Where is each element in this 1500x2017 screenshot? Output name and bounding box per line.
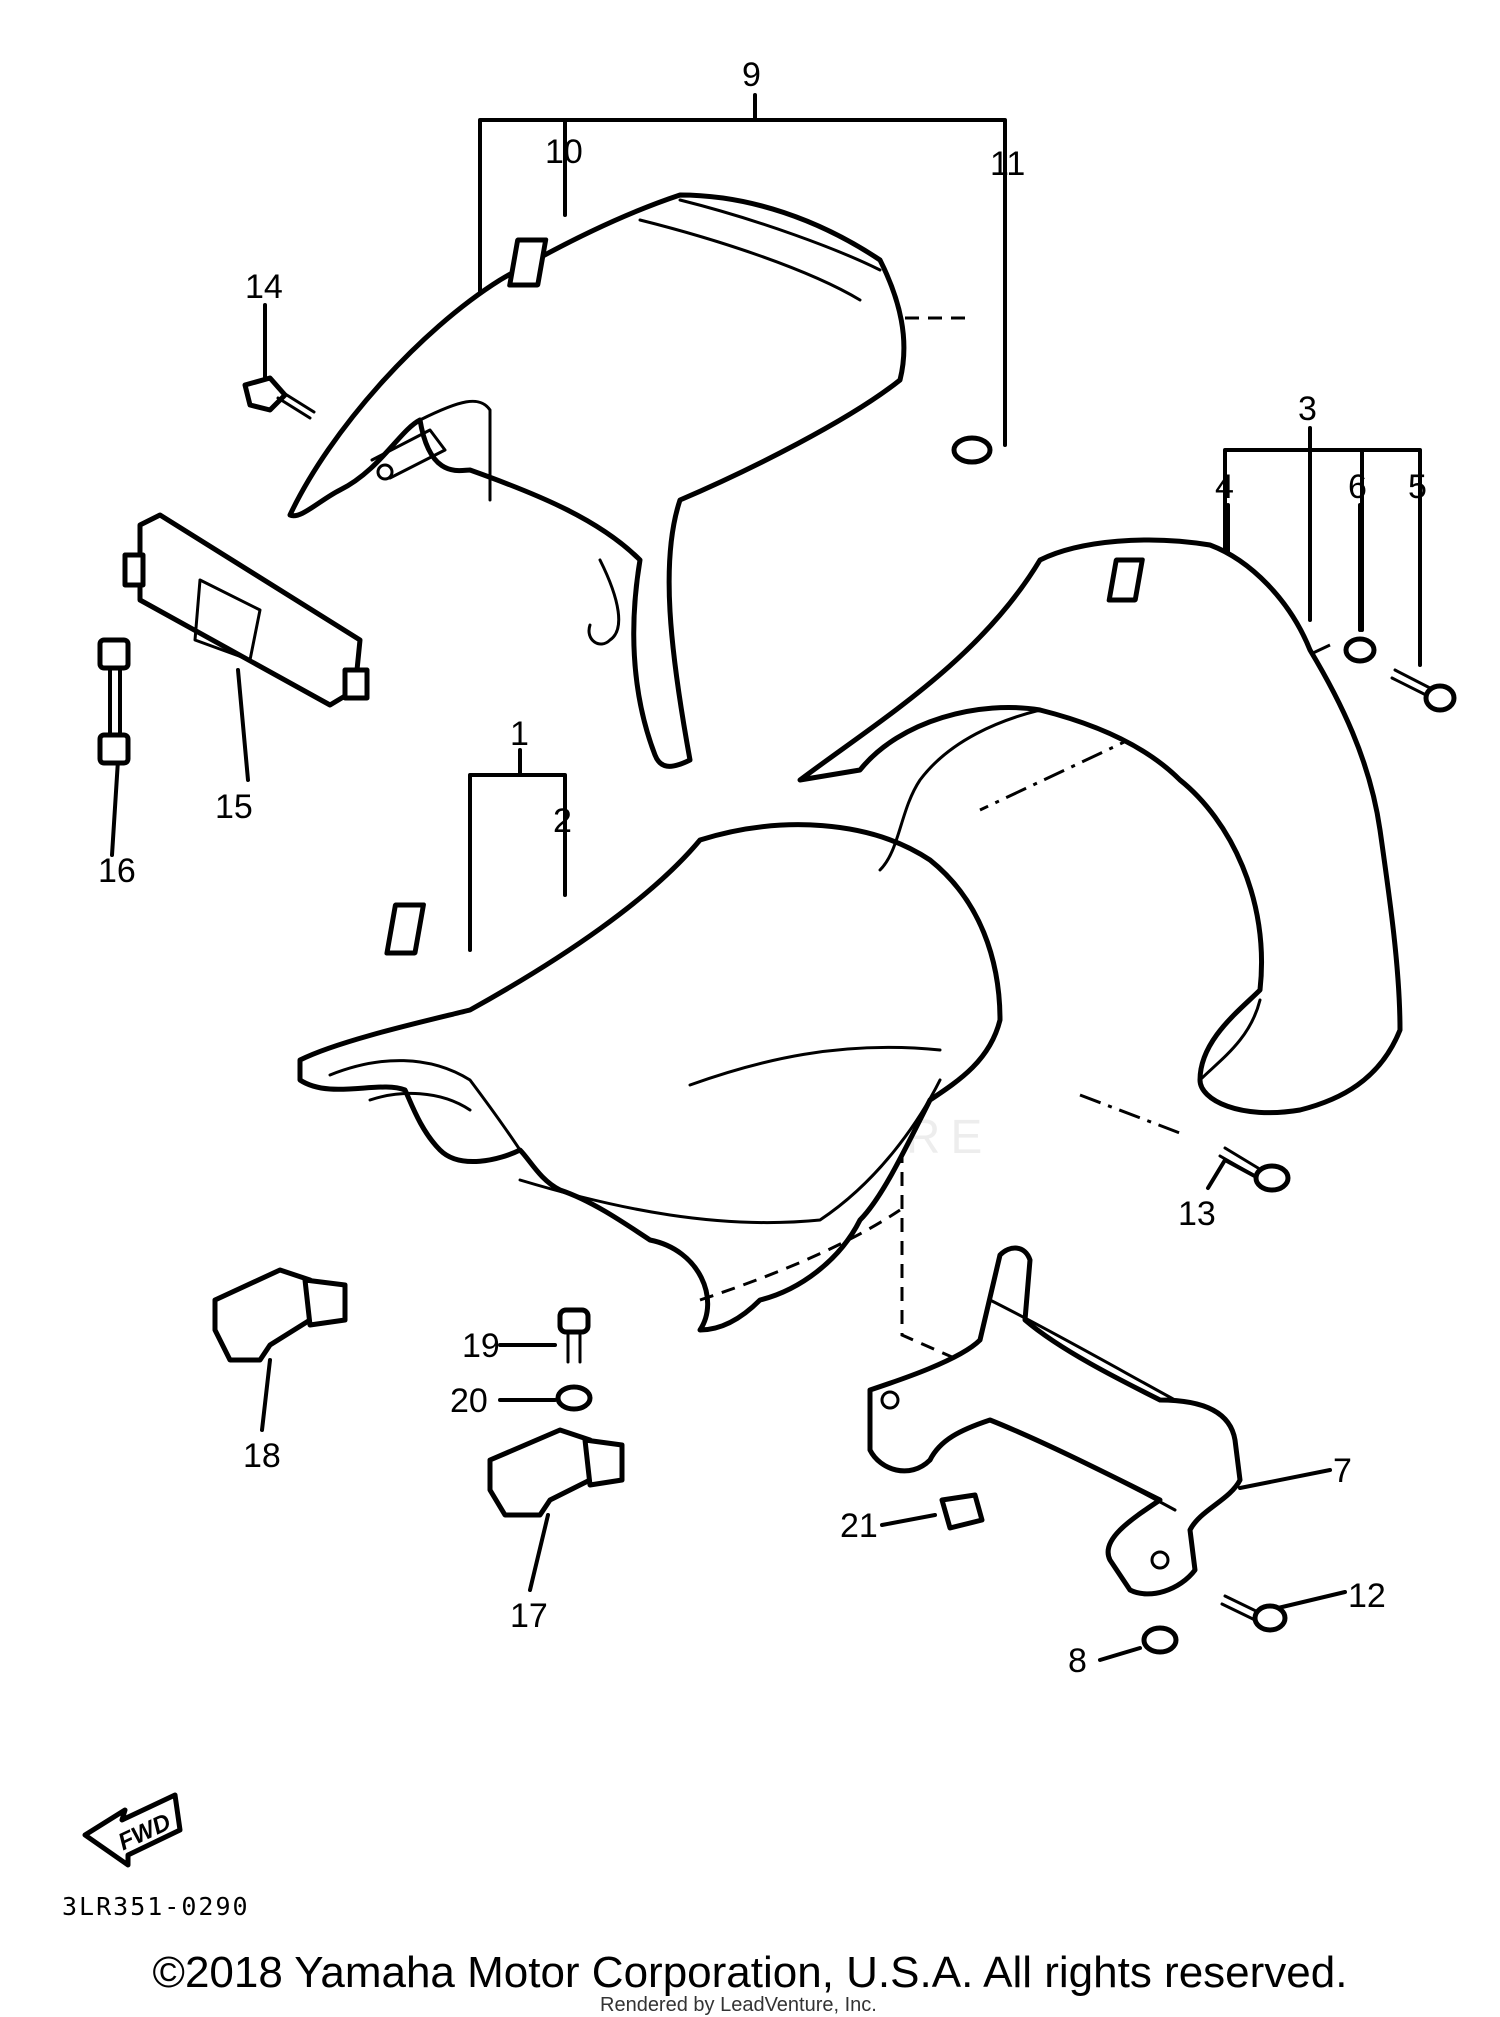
damper-21	[939, 1492, 985, 1531]
callout-9: 9	[742, 56, 761, 94]
bolt-19	[557, 1307, 591, 1364]
rear-seat-drawing	[287, 192, 907, 769]
lock-17	[487, 1427, 625, 1518]
seat-bracket-drawing	[867, 1245, 1243, 1597]
small-parts-drawings	[212, 375, 1457, 1655]
callout-17: 17	[510, 1597, 548, 1635]
seat-lock-holder-drawing	[122, 512, 370, 708]
front-seat-drawing	[297, 822, 1003, 1333]
callout-5: 5	[1408, 468, 1427, 506]
bolt-12	[1220, 1594, 1288, 1633]
lock-18	[212, 1267, 348, 1363]
bolt-5	[1390, 668, 1457, 713]
nut-20	[555, 1384, 593, 1412]
callout-8: 8	[1068, 1642, 1087, 1680]
grommet-11	[951, 435, 993, 465]
callout-20: 20	[450, 1382, 488, 1420]
rendered-by-credit: Rendered by LeadVenture, Inc.	[600, 1994, 877, 2016]
callout-14: 14	[245, 268, 283, 306]
bolt-13	[1218, 1146, 1291, 1193]
callout-10: 10	[545, 133, 583, 171]
callout-3: 3	[1298, 390, 1317, 428]
bolt-14	[242, 375, 316, 420]
callout-21: 21	[840, 1507, 878, 1545]
seat-cowl-drawing	[797, 537, 1403, 1116]
callout-numbers: 9 10 11 14 3 4 6 5 1 2 15 16 13 19 20 18…	[98, 56, 1427, 1680]
washer-6	[1343, 636, 1377, 664]
forward-arrow-icon: FWD	[82, 1792, 183, 1868]
diagram-code: 3LR351-0290	[62, 1892, 250, 1921]
callout-13: 13	[1178, 1195, 1216, 1233]
callout-1: 1	[510, 715, 529, 753]
copyright-notice: ©2018 Yamaha Motor Corporation, U.S.A. A…	[152, 1948, 1348, 1997]
callout-6: 6	[1348, 468, 1367, 506]
callout-4: 4	[1215, 468, 1234, 506]
callout-16: 16	[98, 852, 136, 890]
callout-12: 12	[1348, 1577, 1386, 1615]
strap-drawing	[97, 637, 131, 766]
callout-11: 11	[990, 145, 1025, 183]
callout-19: 19	[462, 1327, 500, 1365]
nut-8	[1141, 1625, 1179, 1655]
callout-15: 15	[215, 788, 253, 826]
callout-2: 2	[553, 802, 572, 840]
callout-7: 7	[1333, 1452, 1352, 1490]
callout-18: 18	[243, 1437, 281, 1475]
